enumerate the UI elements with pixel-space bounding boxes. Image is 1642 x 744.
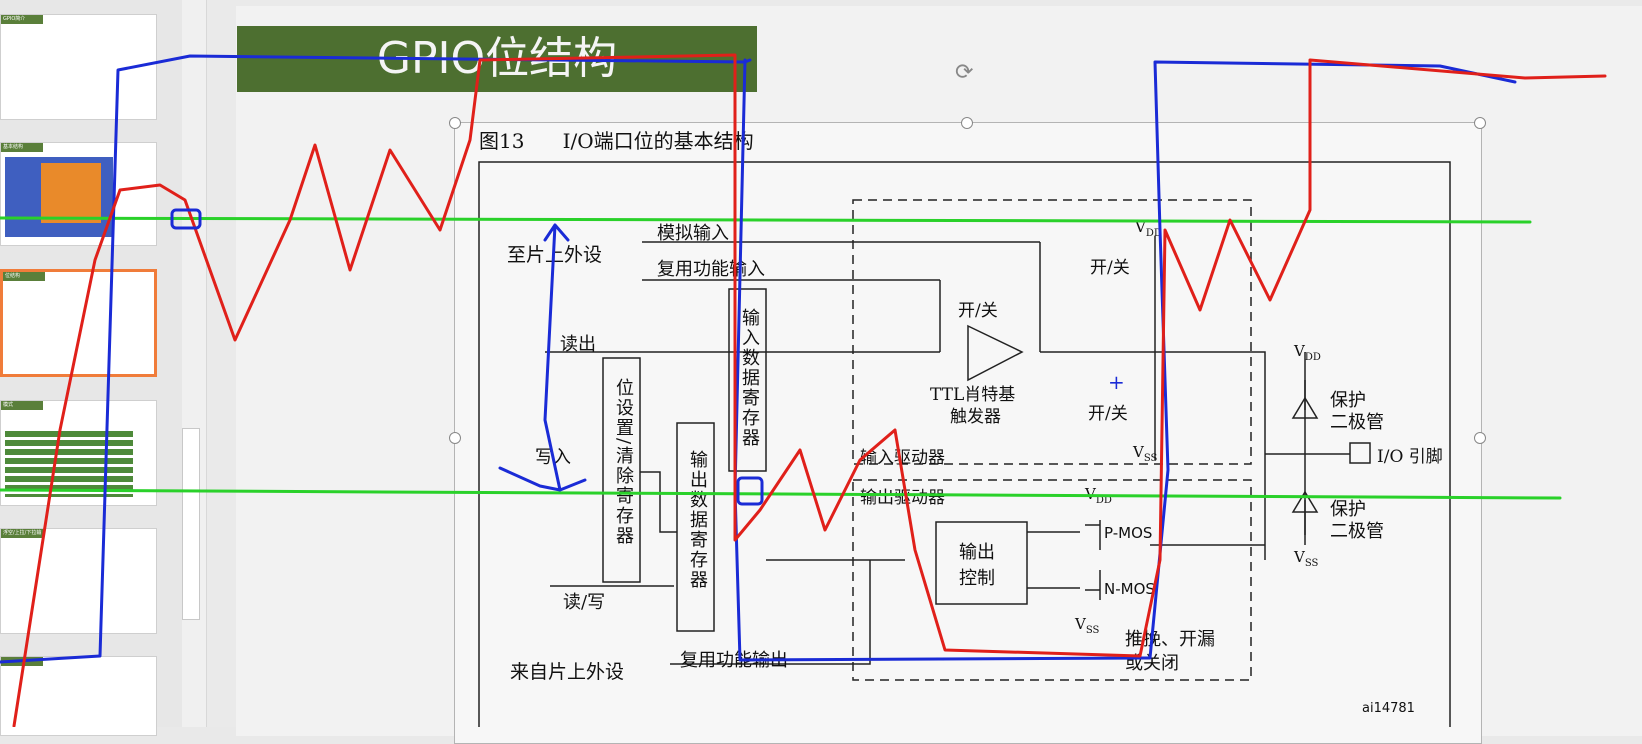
ink-blue-stroke-mid — [733, 58, 1517, 662]
thumbnail-title: 位结构 — [3, 272, 45, 281]
ink-annotations — [0, 53, 1607, 727]
selection-handle-mr[interactable] — [1474, 432, 1486, 444]
thumbnail-block — [41, 163, 101, 223]
ink-blue-loop-left — [498, 223, 587, 492]
label-analog-input: 模拟输入 — [657, 223, 729, 244]
ink-green-line-top — [0, 216, 1532, 224]
label-bsrr: 位设置/清除寄存器 — [613, 378, 634, 547]
label-read-write: 读/写 — [563, 592, 606, 613]
label-vss-mid: VSS — [1133, 443, 1158, 464]
label-idr: 输入数据寄存器 — [739, 308, 760, 448]
label-switch-2: 开/关 — [1090, 258, 1130, 278]
thumbnail-title: 浮空/上拉/下拉输入 — [1, 529, 43, 545]
label-push-pull-1: 推挽、开漏 — [1125, 629, 1215, 650]
label-alt-func-output: 复用功能输出 — [680, 650, 788, 671]
slide-thumbnail-3-selected[interactable]: 位结构 — [0, 269, 157, 377]
label-vss-driver: VSS — [1075, 615, 1100, 636]
label-vdd-top: VDD — [1135, 218, 1162, 239]
selection-handle-tl[interactable] — [449, 117, 461, 129]
label-pmos: P-MOS — [1104, 524, 1153, 542]
figure-caption: 图13 I/O端口位的基本结构 — [479, 129, 754, 153]
label-output-driver: 输出驱动器 — [860, 488, 945, 508]
slide-thumbnail-4[interactable]: 模式 — [0, 400, 157, 506]
ink-red-stroke — [12, 53, 1607, 727]
thumbnail-table — [5, 431, 133, 497]
thumbnail-title: GPIO简介 — [1, 15, 43, 24]
label-read-out: 读出 — [560, 334, 596, 355]
selection-handle-tc[interactable] — [961, 117, 973, 129]
annotation-plus: + — [1108, 370, 1125, 394]
label-protect-diode-bottom-2: 二极管 — [1330, 521, 1384, 542]
label-switch-3: 开/关 — [1088, 404, 1128, 424]
label-nmos: N-MOS — [1104, 580, 1155, 598]
ink-green-line-bottom — [0, 488, 1562, 500]
label-ttl-schmitt-1: TTL肖特基 — [930, 385, 1016, 405]
figure-image[interactable] — [454, 122, 1482, 744]
label-protect-diode-top-1: 保护 — [1330, 390, 1366, 411]
label-odr: 输出数据寄存器 — [687, 450, 708, 590]
label-vdd-protect: VDD — [1294, 342, 1321, 363]
label-output-ctrl-1: 输出 — [959, 542, 995, 563]
ink-blue-small-box-1 — [170, 208, 202, 230]
thumbnail-title: 模式 — [1, 401, 43, 410]
label-input-driver: 输入驱动器 — [860, 448, 945, 468]
label-vss-protect: VSS — [1294, 548, 1319, 569]
circuit-diagram — [478, 161, 1451, 727]
label-from-peripheral: 来自片上外设 — [510, 661, 625, 683]
ink-blue-stroke-left — [0, 54, 752, 664]
label-figure-ref: ai14781 — [1362, 701, 1415, 716]
selection-handle-ml[interactable] — [449, 432, 461, 444]
label-ttl-schmitt-2: 触发器 — [950, 407, 1001, 427]
thumbnail-scrollbar-thumb[interactable] — [182, 428, 200, 620]
slide-thumbnail-5[interactable]: 浮空/上拉/下拉输入 — [0, 528, 157, 634]
label-protect-diode-bottom-1: 保护 — [1330, 499, 1366, 520]
ink-blue-small-box-2 — [736, 476, 764, 506]
label-switch-1: 开/关 — [958, 301, 998, 321]
selection-handle-tr[interactable] — [1474, 117, 1486, 129]
rotate-handle-icon[interactable]: ⟳ — [955, 60, 974, 85]
label-vdd-driver: VDD — [1085, 485, 1112, 506]
label-alt-func-input: 复用功能输入 — [657, 259, 765, 280]
slide-thumbnail-pane: GPIO简介 基本结构 位结构 模式 浮空/上拉/下拉输入 — [0, 0, 183, 736]
slide-thumbnail-2[interactable]: 基本结构 — [0, 142, 157, 246]
thumbnail-title: 基本结构 — [1, 143, 43, 152]
label-output-ctrl-2: 控制 — [959, 568, 995, 589]
label-io-pin: I/O 引脚 — [1377, 447, 1443, 467]
label-protect-diode-top-2: 二极管 — [1330, 412, 1384, 433]
